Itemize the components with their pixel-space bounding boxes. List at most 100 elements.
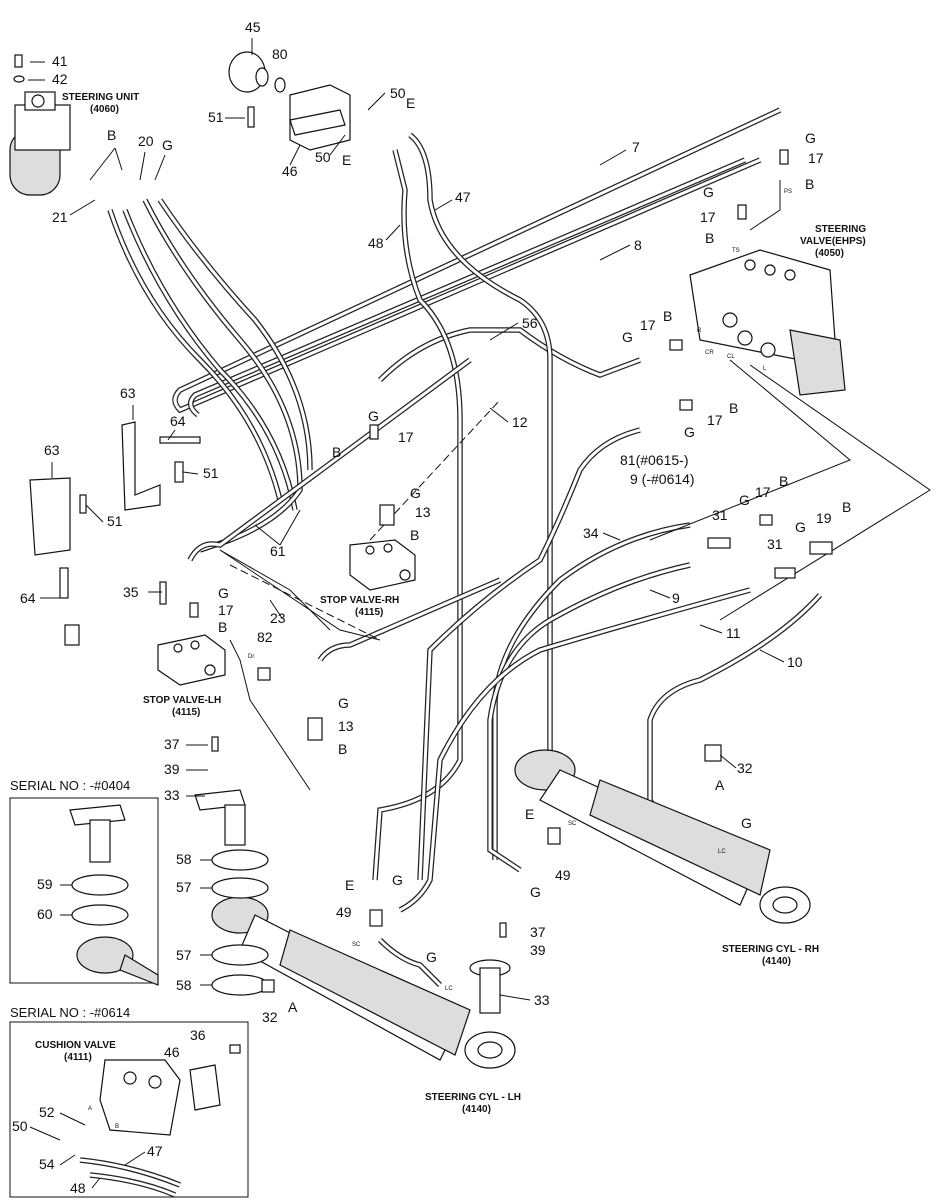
- callout-9: 9: [672, 590, 680, 606]
- steering-valve-label: STEERING: [815, 224, 866, 235]
- bracket-63-lower: [29, 477, 80, 646]
- callout-49: 49: [555, 867, 571, 883]
- callout-g: G: [162, 137, 173, 153]
- callout-37: 37: [164, 736, 180, 752]
- leader-lines: [28, 38, 785, 1189]
- stop-valve-lh-label: STOP VALVE-LH: [143, 695, 221, 706]
- callout-b: B: [107, 127, 116, 143]
- stop-valve-rh-code: (4115): [355, 607, 383, 618]
- callout-17-top: 17: [808, 150, 824, 166]
- bracket-63-upper: [121, 421, 201, 511]
- callout-7: 7: [632, 139, 640, 155]
- callout-48: 48: [368, 235, 384, 251]
- serial-label-1: SERIAL NO : -#0404: [10, 778, 130, 793]
- callout-e-3: E: [345, 877, 354, 893]
- callout-g-14: G: [426, 949, 437, 965]
- callout-a: A: [715, 777, 725, 793]
- callout-20: 20: [138, 133, 154, 149]
- cyl-rh-code: (4140): [762, 956, 791, 967]
- callout-g-8: G: [338, 695, 349, 711]
- callout-50b: 50: [315, 149, 331, 165]
- callout-32-2: 32: [262, 1009, 278, 1025]
- port-ps: PS: [784, 189, 792, 195]
- callout-33-2: 33: [534, 992, 550, 1008]
- callout-48-2: 48: [70, 1180, 86, 1196]
- port-b-cushion: B: [115, 1124, 119, 1130]
- cyl-rh-label: STEERING CYL - RH: [722, 944, 819, 955]
- callout-52: 52: [39, 1104, 55, 1120]
- cyl-lh-code: (4140): [462, 1104, 491, 1115]
- port-cl: CL: [727, 354, 735, 360]
- callout-31: 31: [712, 507, 728, 523]
- part-9b-label: 9 (-#0614): [630, 471, 695, 487]
- callout-58: 58: [176, 851, 192, 867]
- callout-10: 10: [787, 654, 803, 670]
- steering-valve-label-2: VALVE(EHPS): [800, 236, 866, 247]
- pin-33-lh: [469, 959, 511, 1014]
- callout-12: 12: [512, 414, 528, 430]
- callout-36: 36: [190, 1027, 206, 1043]
- callout-50: 50: [390, 85, 406, 101]
- callout-g-6: G: [410, 485, 421, 501]
- callout-b-5: B: [332, 444, 341, 460]
- callout-11: 11: [726, 625, 741, 641]
- callout-g-5: G: [368, 408, 379, 424]
- callout-b-4: B: [729, 400, 738, 416]
- callout-g-10: G: [795, 519, 806, 535]
- steering-valve-code: (4050): [815, 248, 844, 259]
- callout-54: 54: [39, 1156, 55, 1172]
- callout-57-2: 57: [176, 947, 192, 963]
- callout-17-3: 17: [640, 317, 656, 333]
- part-81-label: 81(#0615-): [620, 452, 689, 468]
- port-cr: CR: [705, 350, 714, 356]
- callout-17-2: 17: [700, 209, 716, 225]
- callout-47: 47: [455, 189, 471, 205]
- labels: STEERING UNIT (4060) STEERING VALVE(EHPS…: [10, 92, 866, 1130]
- callout-46-2: 46: [164, 1044, 180, 1060]
- port-sc-rh: SC: [568, 821, 577, 827]
- port-r: R: [697, 328, 702, 334]
- stop-valve-lh: [157, 634, 226, 686]
- callout-8: 8: [634, 237, 642, 253]
- callout-13-2: 13: [338, 718, 354, 734]
- callout-b-2: B: [705, 230, 714, 246]
- callout-b-7: B: [218, 619, 227, 635]
- callout-e: E: [406, 95, 415, 111]
- callout-b-6: B: [410, 527, 419, 543]
- callout-g-2: G: [703, 184, 714, 200]
- callout-23: 23: [270, 610, 286, 626]
- callout-e-b: E: [342, 152, 351, 168]
- callout-82: 82: [257, 629, 273, 645]
- callout-b-3: B: [663, 308, 672, 324]
- callout-19: 19: [816, 510, 832, 526]
- callout-g-13: G: [392, 872, 403, 888]
- callout-64-2: 64: [20, 590, 36, 606]
- callout-46: 46: [282, 163, 298, 179]
- callout-47-2: 47: [147, 1143, 163, 1159]
- stop-valve-rh: [349, 539, 416, 591]
- steering-cylinder-rh: [514, 749, 811, 924]
- callout-39: 39: [164, 761, 180, 777]
- callout-51-2: 51: [203, 465, 219, 481]
- port-lc-lh: LC: [445, 986, 453, 992]
- steering-valve-ehps: [689, 249, 846, 396]
- serial-box-1: [9, 797, 159, 986]
- steering-unit-label: STEERING UNIT: [62, 92, 139, 103]
- port-lc-rh: LC: [718, 849, 726, 855]
- hose-lines: [107, 107, 823, 987]
- callout-42: 42: [52, 71, 68, 87]
- port-l: L: [763, 366, 767, 372]
- callout-58-2: 58: [176, 977, 192, 993]
- callout-13: 13: [415, 504, 431, 520]
- bolt-41: [13, 54, 25, 83]
- callout-17-7: 17: [755, 484, 771, 500]
- callout-59: 59: [37, 876, 53, 892]
- callout-17-6: 17: [218, 602, 234, 618]
- stop-valve-lh-code: (4115): [172, 707, 200, 718]
- callout-e-2: E: [525, 806, 534, 822]
- callout-g-9: G: [739, 492, 750, 508]
- callout-b-top: B: [805, 176, 814, 192]
- callout-80: 80: [272, 46, 288, 62]
- cyl-lh-label: STEERING CYL - LH: [425, 1092, 521, 1103]
